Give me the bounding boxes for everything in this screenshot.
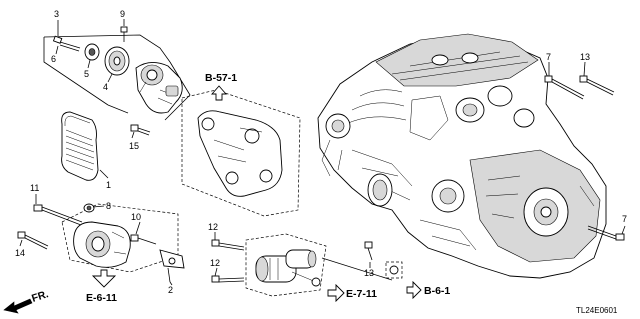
callout-12-upper: 12: [208, 222, 218, 232]
bolt-7-right: [587, 225, 625, 241]
bolt-14: [17, 231, 49, 250]
callout-4: 4: [103, 82, 108, 92]
callout-1: 1: [106, 180, 111, 190]
water-pump: [73, 221, 131, 268]
ref-b-6-1[interactable]: B-6-1: [406, 280, 450, 300]
arrow-up-icon: [211, 85, 227, 101]
ref-b-57-1-label[interactable]: B-57-1: [205, 72, 237, 84]
starter-motor: [255, 249, 321, 287]
ref-e-6-11-label[interactable]: E-6-11: [86, 292, 117, 304]
front-direction-indicator: FR.: [3, 288, 50, 314]
callout-15: 15: [129, 141, 139, 151]
callout-5: 5: [84, 69, 89, 79]
callout-3: 3: [54, 9, 59, 19]
leader-lines: [19, 19, 626, 286]
callout-11: 11: [30, 183, 39, 193]
ref-b-57-1[interactable]: B-57-1: [205, 72, 237, 101]
bolt-11: [33, 204, 83, 226]
drive-belt-1: [61, 111, 109, 181]
front-arrow-icon: [3, 298, 33, 314]
callout-13-upper: 13: [580, 52, 590, 62]
starter-group: [211, 233, 393, 297]
starter-nut: [385, 261, 403, 279]
engine-assembly: [317, 33, 607, 279]
arrow-right-icon: [406, 280, 422, 300]
callout-8: 8: [106, 201, 111, 211]
arrow-down-icon: [91, 269, 117, 288]
diagram-code: TL24E0601: [576, 306, 618, 315]
callout-numbers: 3 9 6 5 4 15 1 11 8 10 14 2 12 12 7 13 7…: [15, 9, 627, 295]
bolt-6: [52, 35, 81, 52]
arrow-right-icon: [327, 283, 345, 303]
bolt-7-upper: [544, 75, 585, 100]
bolt-10: [130, 234, 157, 245]
ref-e-7-11[interactable]: E-7-11: [327, 283, 377, 303]
callout-2: 2: [168, 285, 173, 295]
bolt-15: [130, 124, 151, 136]
tensioner-bracket: [181, 89, 301, 217]
bolt-12-upper: [211, 239, 245, 251]
callout-9: 9: [120, 9, 125, 19]
bolt-12-lower: [211, 275, 245, 283]
callout-6: 6: [51, 54, 56, 64]
water-pump-group: [17, 203, 185, 283]
ref-e-7-11-label[interactable]: E-7-11: [346, 288, 377, 300]
callout-12-lower: 12: [210, 258, 220, 268]
front-label: FR.: [30, 288, 50, 305]
callout-13-lower: 13: [364, 268, 374, 278]
bolt-9: [120, 26, 128, 42]
callout-14: 14: [15, 248, 25, 258]
callout-7-right: 7: [622, 214, 627, 224]
bolt-13-upper: [579, 75, 615, 96]
nut-8: [83, 203, 95, 213]
bolt-13-lower: [364, 241, 373, 261]
bracket-2: [159, 249, 185, 283]
callout-10: 10: [131, 212, 141, 222]
ref-b-6-1-label[interactable]: B-6-1: [424, 285, 450, 297]
ref-e-6-11[interactable]: E-6-11: [86, 269, 117, 304]
idler-pulley-4: [104, 46, 130, 76]
tensioner-assembly-group: [43, 26, 191, 136]
belt-tensioner: [135, 62, 183, 114]
washer-5: [84, 43, 100, 61]
callout-7-upper: 7: [546, 52, 551, 62]
